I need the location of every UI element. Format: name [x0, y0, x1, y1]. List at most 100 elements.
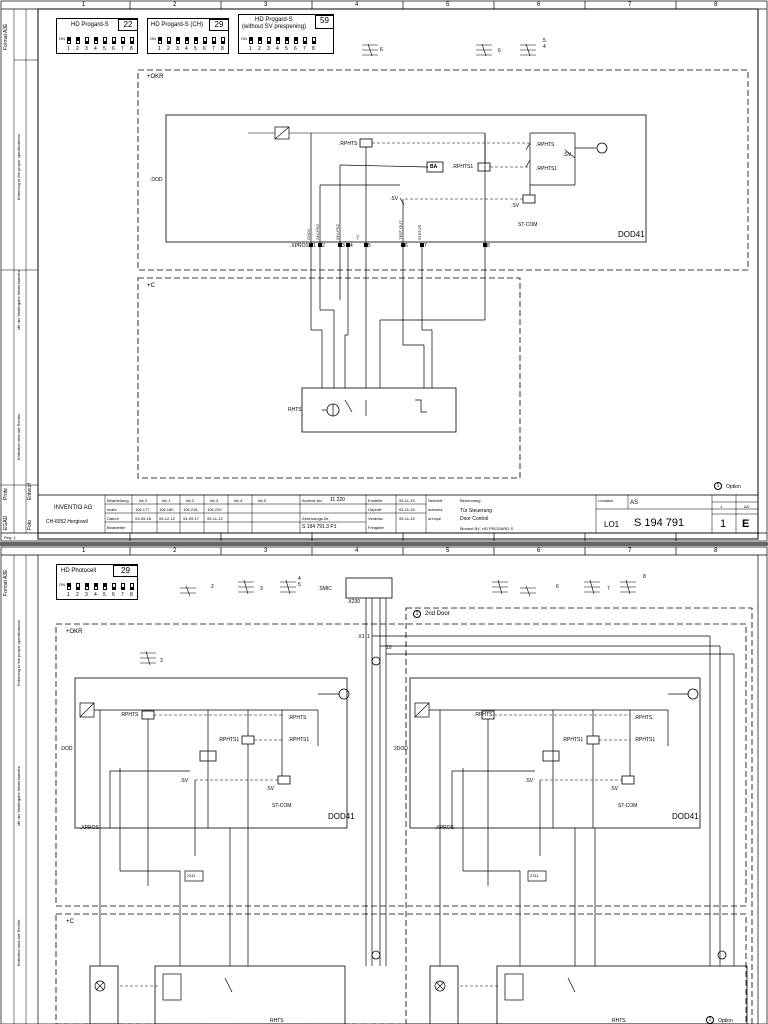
approval-date: 05-11-15 [399, 507, 415, 512]
dip-switch-number: 6 [112, 592, 115, 598]
dip-switch-1 [67, 583, 71, 590]
st-com-right: ST-COM [618, 803, 638, 809]
dip-switch-number: 2 [167, 46, 170, 52]
dip-switch-6 [112, 583, 116, 590]
rphts1-left: .RPHTS1 [218, 737, 240, 743]
side-note-3: Enthalten sind alle Rechte [16, 413, 21, 460]
dip-switch-2 [258, 37, 262, 44]
dip-switch-number: 8 [221, 46, 224, 52]
dip-switch-number: 1 [67, 592, 70, 598]
sheet-2-drawing [0, 546, 768, 1024]
dip-switch-4 [94, 583, 98, 590]
dip-switch-5 [103, 37, 107, 44]
company-name: INVENTIO AG [54, 505, 93, 511]
dip-switch-number: 5 [103, 46, 106, 52]
dip-label: HD Progard-S [71, 22, 109, 28]
dip-switch-number: 4 [185, 46, 188, 52]
dip-switch-number: 6 [294, 46, 297, 52]
dip-switch-number: 8 [312, 46, 315, 52]
date-value: 04-09-17 [183, 516, 200, 521]
sv-right: .SV [525, 778, 534, 784]
dip-label-2: (without SV prespening) [242, 24, 307, 30]
dip-switch-4 [276, 37, 280, 44]
rphts1-contact-right: .RPHTS1 [634, 737, 656, 743]
mark-2311-right: 2311 [530, 873, 539, 878]
dip-label: HD Progard-S (CH) [151, 22, 204, 28]
terminal-number: 4 [350, 243, 353, 249]
left-vertical-1: Prüfe [3, 488, 9, 500]
col-head: Ae 3 [210, 498, 219, 503]
dip-switch-number: 3 [85, 592, 88, 598]
dip-switch-3 [267, 37, 271, 44]
dod-label: .DOD [150, 177, 163, 183]
schematic-sheet-1: 1 2 3 4 5 6 7 8 Format A3E Enforcing to … [0, 0, 768, 542]
drawing-number: S 194 791.3 P1 [302, 524, 337, 530]
rhts-left: RHTS [270, 1018, 284, 1024]
x1-label: .X1 [357, 634, 365, 640]
ba-label: BA [430, 164, 438, 170]
approver-name: schwetz [428, 507, 443, 512]
rphts-right: .RPHTS [474, 712, 493, 718]
rphts-left: .RPHTS [120, 712, 139, 718]
description-1: Tür Steuerung [460, 508, 492, 514]
sv-label: .SV [390, 196, 399, 202]
index-value: 106 177 [135, 507, 150, 512]
pin-label: TEST OUT [398, 220, 403, 240]
ruler-8: 8 [714, 2, 718, 8]
dip-switch-5 [285, 37, 289, 44]
ruler-6: 6 [537, 2, 541, 8]
format-label: Format A3E [3, 569, 9, 596]
dip-switch-7 [303, 37, 307, 44]
ref-label: 5 [298, 582, 301, 588]
dip-label: HD Progard-S [255, 17, 293, 23]
sv-coil-label: .SV [511, 203, 520, 209]
dip-switch-7 [121, 37, 125, 44]
date-value: 05-12-12 [159, 516, 176, 521]
ruler-8: 8 [714, 548, 718, 554]
page-number: 1 [720, 518, 727, 530]
dip-switch-number: 8 [130, 46, 133, 52]
rhts-label: RHTS [288, 407, 302, 413]
index-value: 106 218 [183, 507, 198, 512]
dod41-left-label: DOD41 [328, 812, 355, 821]
dip-switch-number: 7 [212, 46, 215, 52]
description-2: Door Control [460, 516, 489, 522]
dip-switch-number: 7 [121, 592, 124, 598]
dip-switch-5 [194, 37, 198, 44]
ref-label: 2 [211, 584, 214, 590]
ref-label: 3 [260, 586, 263, 592]
left-vertical-3: Entwurf [27, 483, 33, 500]
dip-on-label: ON [59, 582, 65, 587]
dip-switch-number: 1 [67, 46, 70, 52]
col-head: Ae 5 [258, 498, 267, 503]
description-label: Benennung [460, 498, 481, 503]
ruler-2: 2 [173, 548, 177, 554]
terminal-number: 5 [368, 243, 371, 249]
option-text: Option [726, 484, 741, 490]
format-right: A3 [744, 504, 749, 509]
ruler-7: 7 [628, 548, 632, 554]
dip-switch-number: 2 [258, 46, 261, 52]
side-note-2: Mit der Weitergabe einverstanden [16, 270, 21, 330]
mark-1: 1 [367, 634, 370, 640]
terminal-number: 3 [342, 243, 345, 249]
option-marker: 1 [714, 482, 722, 490]
location-value: AS [630, 500, 639, 506]
format-label: Format A3E [3, 23, 9, 50]
ref-label: 7 [607, 586, 610, 592]
dip-switch-number: 6 [203, 46, 206, 52]
index-value: 106 180 [159, 507, 174, 512]
dip-switch-6 [112, 37, 116, 44]
dip-switch-number: 5 [103, 592, 106, 598]
xpros-right-label: .XPROS [435, 825, 454, 831]
ruler-4: 4 [355, 548, 359, 554]
side-note-1: Enforcing to the proper specifications [16, 134, 21, 200]
ruler-1: 1 [82, 2, 86, 8]
left-vertical-4: Foto [27, 519, 33, 530]
dip-switch-8 [130, 37, 134, 44]
dip-switch-number: 3 [85, 46, 88, 52]
dip-switch-number: 8 [130, 592, 133, 598]
col-head: Ae 2 [186, 498, 195, 503]
ruler-3: 3 [264, 548, 268, 554]
